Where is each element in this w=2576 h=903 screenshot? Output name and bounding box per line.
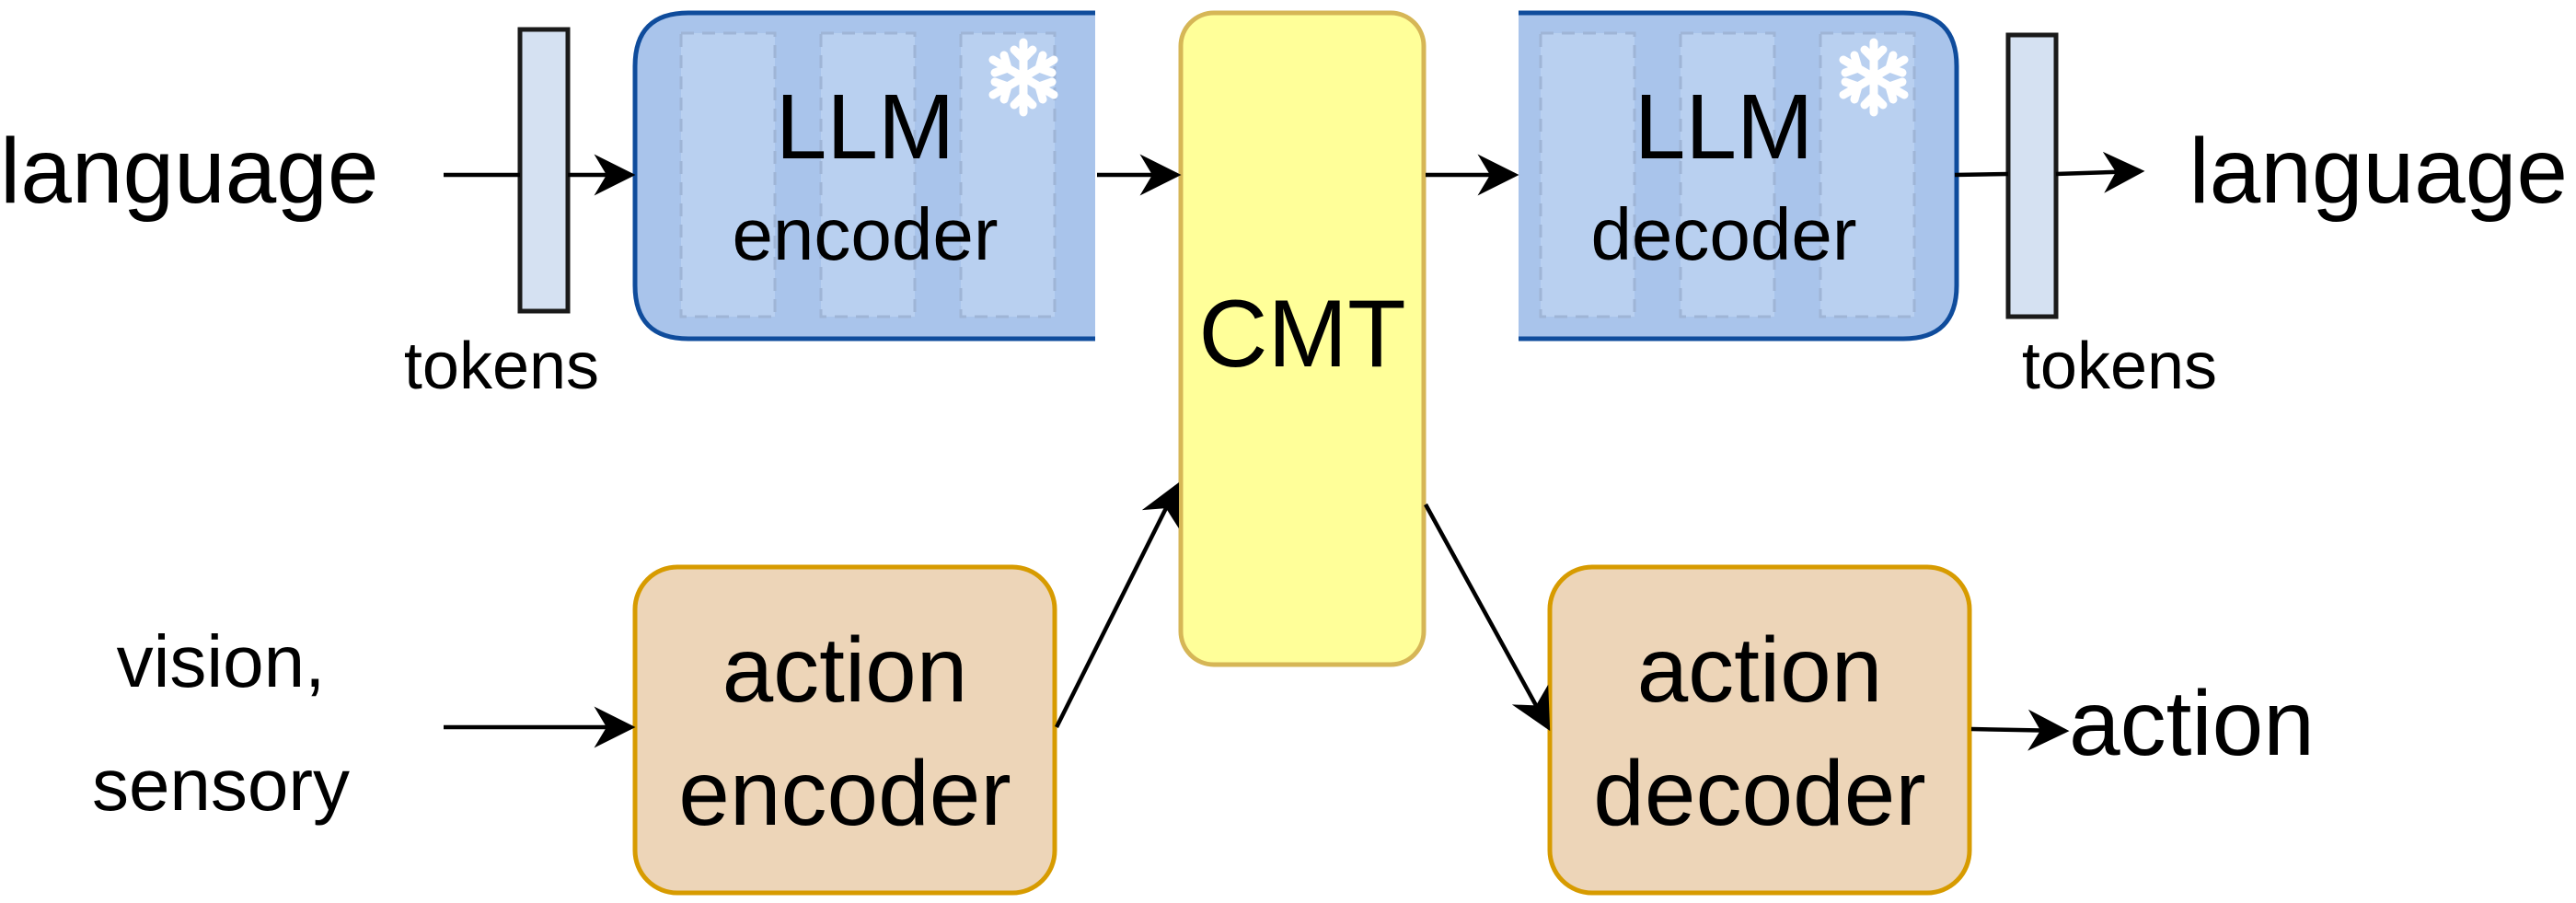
input-tokens-label: tokens	[404, 330, 599, 403]
cmt-label: CMT	[1198, 281, 1405, 388]
action-decoder-block: action decoder	[1547, 564, 1972, 896]
input-language-label: language	[0, 120, 379, 223]
arrow-tokens-to-language	[2055, 151, 2145, 193]
output-language-label: language	[2189, 120, 2568, 223]
cmt-block: CMT	[1178, 10, 1427, 667]
action-decoder-line2: decoder	[1593, 742, 1925, 845]
llm-decoder-block: LLM decoder	[1519, 10, 1959, 342]
connector-arrows	[444, 151, 2145, 751]
llm-decoder-subtitle: decoder	[1590, 193, 1856, 275]
arrow-action-encoder-to-cmt	[1054, 481, 1180, 729]
action-encoder-block: action encoder	[632, 564, 1057, 896]
input-vision-label: vision,	[117, 620, 326, 702]
llm-encoder-subtitle: encoder	[732, 193, 998, 275]
action-encoder-line1: action	[722, 619, 968, 722]
llm-decoder-title: LLM	[1635, 75, 1814, 179]
llm-encoder-block: LLM encoder	[632, 10, 1095, 342]
input-sensory-label: sensory	[92, 744, 350, 826]
output-action-label: action	[2069, 672, 2315, 775]
input-token-bar	[517, 27, 571, 314]
action-encoder-line2: encoder	[678, 742, 1011, 845]
arrow-llm-decoder-to-tokens	[1954, 171, 2009, 178]
llm-encoder-title: LLM	[776, 75, 955, 179]
output-tokens-label: tokens	[2022, 330, 2217, 403]
output-token-bar	[2005, 32, 2059, 319]
arrow-cmt-to-action-decoder	[1424, 503, 1551, 731]
action-decoder-line1: action	[1637, 619, 1883, 722]
arrow-action-decoder-to-action	[1970, 709, 2070, 751]
